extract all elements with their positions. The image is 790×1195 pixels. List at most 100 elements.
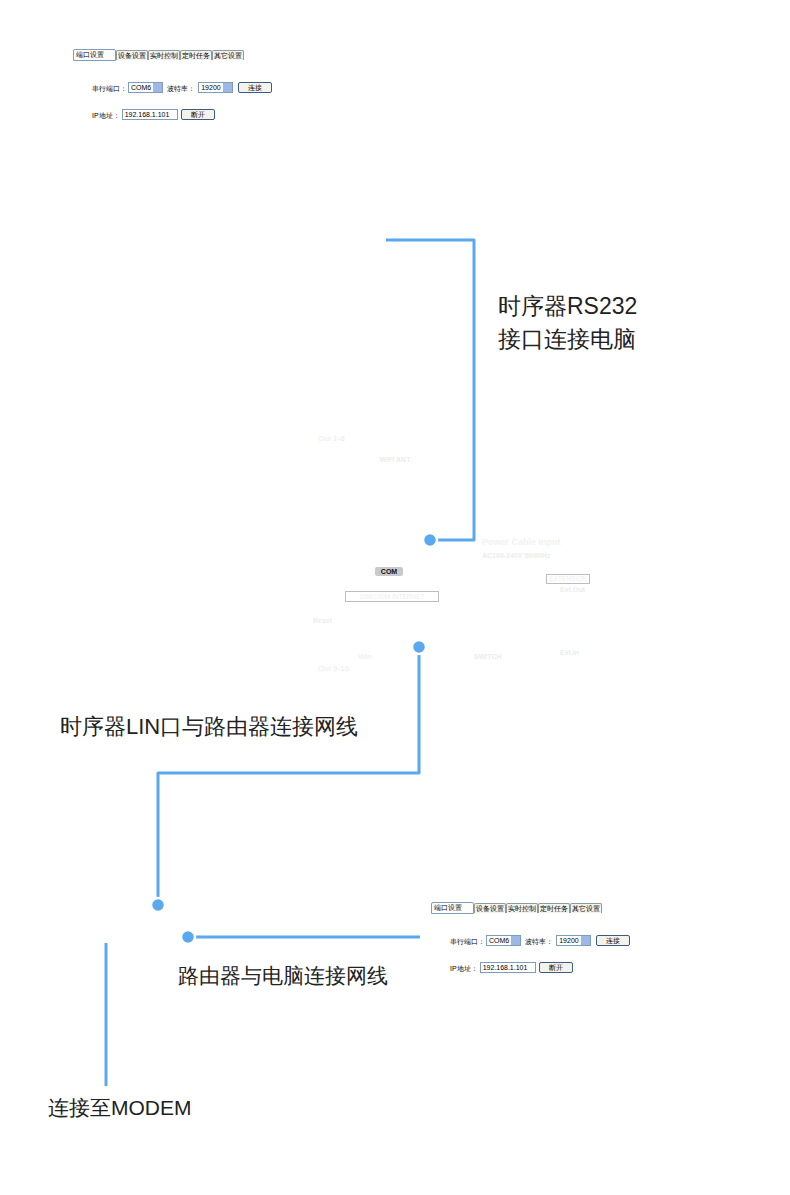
- joint-dot: [423, 533, 437, 547]
- text-holder: 连接: [596, 929, 630, 947]
- sequencer-device: [478, 599, 486, 607]
- db9-connector: [397, 535, 400, 538]
- text-holder: 断开: [181, 103, 215, 121]
- node-text: 其它设置: [212, 50, 244, 60]
- sequencer-device: [385, 470, 405, 490]
- node-text: 192.168.1.101: [480, 962, 536, 973]
- text-holder: EXTENSION: [546, 567, 590, 585]
- sequencer-device: [494, 599, 502, 607]
- node-text: 断开: [539, 962, 573, 973]
- sequencer-device: [486, 424, 578, 516]
- db9-connector: [406, 535, 409, 538]
- node-text: SWITCH: [474, 652, 502, 661]
- sequencer-device: [0, 543, 50, 663]
- router: [87, 934, 92, 940]
- sequencer-device: [474, 593, 506, 636]
- sequencer-device: [56, 413, 174, 533]
- text-holder: 时序器RS232 接口连接电脑: [498, 290, 658, 356]
- text-holder: 其它设置: [570, 897, 602, 915]
- sequencer-device: [524, 633, 530, 641]
- router: [75, 934, 81, 940]
- power-sequencer: COM 10M/100M INTERNET Out 1-8WIFI ANT Power…: [0, 405, 615, 688]
- sequencer-device: [550, 619, 586, 628]
- sequencer-device: [0, 404, 615, 688]
- router: [56, 832, 64, 917]
- node-text: Power Cable Input: [482, 537, 561, 548]
- db9-connector: [401, 543, 404, 546]
- sequencer-device: [353, 428, 360, 436]
- router: [260, 950, 275, 956]
- sequencer-device: [464, 647, 471, 654]
- node-text: WIFI ANT: [380, 455, 411, 464]
- text-holder: Out 1-8: [318, 427, 345, 445]
- db9-connector: [392, 543, 395, 546]
- text-holder: 定时任务: [180, 44, 212, 62]
- router: [20, 905, 285, 955]
- text-holder: 10M/100M INTERNET: [345, 585, 439, 603]
- router: [262, 828, 272, 942]
- edge-label: 时序器RS232 接口连接电脑: [498, 290, 658, 356]
- text-holder: 时序器LIN口与路由器连接网线: [60, 712, 358, 742]
- text-holder: Power Cable Input: [482, 531, 561, 549]
- network-cable: [158, 647, 419, 905]
- router: [228, 775, 238, 915]
- node-text: 断开: [181, 109, 215, 120]
- router: [155, 934, 165, 941]
- sequencer-device: [306, 658, 313, 666]
- sequencer-device: [412, 565, 526, 566]
- joint-dot: [151, 898, 165, 912]
- sequencer-device: [498, 436, 566, 504]
- network-cable: [386, 240, 474, 540]
- node-text: Reset: [313, 616, 332, 625]
- text-holder: 串行端口：: [92, 77, 127, 95]
- sequencer-device: [370, 445, 420, 497]
- router: [116, 931, 132, 943]
- com-port: COM: [366, 527, 430, 572]
- sequencer-device: [306, 428, 313, 436]
- node-text: 实时控制: [506, 903, 538, 913]
- node-text: 端口设置: [73, 49, 116, 61]
- node-text: IP地址：: [92, 111, 120, 120]
- node-text: 连接: [596, 935, 630, 946]
- node-text: 设备设置: [116, 50, 148, 60]
- laptop-top: [8, 31, 442, 262]
- node-text: 10M/100M INTERNET: [345, 591, 439, 602]
- text-holder: 其它设置: [212, 44, 244, 62]
- node-text: EXTENSION: [546, 574, 590, 584]
- laptop-bottom: [366, 884, 788, 1117]
- router: [6, 785, 18, 945]
- sequencer-device: [521, 599, 531, 606]
- node-text: 19200: [198, 82, 232, 93]
- cable-stub: [188, 936, 285, 939]
- text-holder: 19200: [198, 76, 232, 94]
- node-text: 实时控制: [148, 50, 180, 60]
- sequencer-device: [180, 413, 298, 533]
- text-holder: COM6: [128, 76, 163, 94]
- laptop-screen: 端口设置设备设置实时控制定时任务其它设置串行端口：COM6波特率：19200连接…: [420, 886, 742, 1100]
- text-holder: 连接: [238, 76, 272, 94]
- rj45-ports: [412, 632, 424, 637]
- db9-connector: [415, 535, 418, 538]
- sequencer-device: [0, 684, 615, 689]
- text-holder: Out 9-16: [318, 657, 349, 675]
- router: [152, 931, 168, 943]
- edge-label: 时序器LIN口与路由器连接网线: [60, 712, 358, 742]
- sequencer-device: [492, 615, 501, 630]
- sequencer-device: [403, 647, 408, 653]
- modem-cable: [106, 943, 107, 1086]
- node-text: 端口设置: [431, 902, 474, 914]
- text-holder: 连接至MODEM: [48, 1093, 192, 1122]
- db9-connector: [383, 543, 386, 546]
- modem-cable: [105, 943, 108, 1086]
- db9-connector: [379, 535, 382, 538]
- router: [98, 931, 114, 943]
- db9-connector: [372, 530, 424, 552]
- node-text: Win: [358, 652, 372, 662]
- text-holder: IP地址：: [450, 957, 478, 975]
- sequencer-device: [0, 413, 50, 533]
- laptop-bottom: [425, 892, 738, 1097]
- node-text: 波特率：: [525, 937, 553, 946]
- text-holder: Reset: [313, 609, 332, 627]
- laptop-top: [8, 246, 442, 262]
- sequencer-device: [376, 647, 381, 653]
